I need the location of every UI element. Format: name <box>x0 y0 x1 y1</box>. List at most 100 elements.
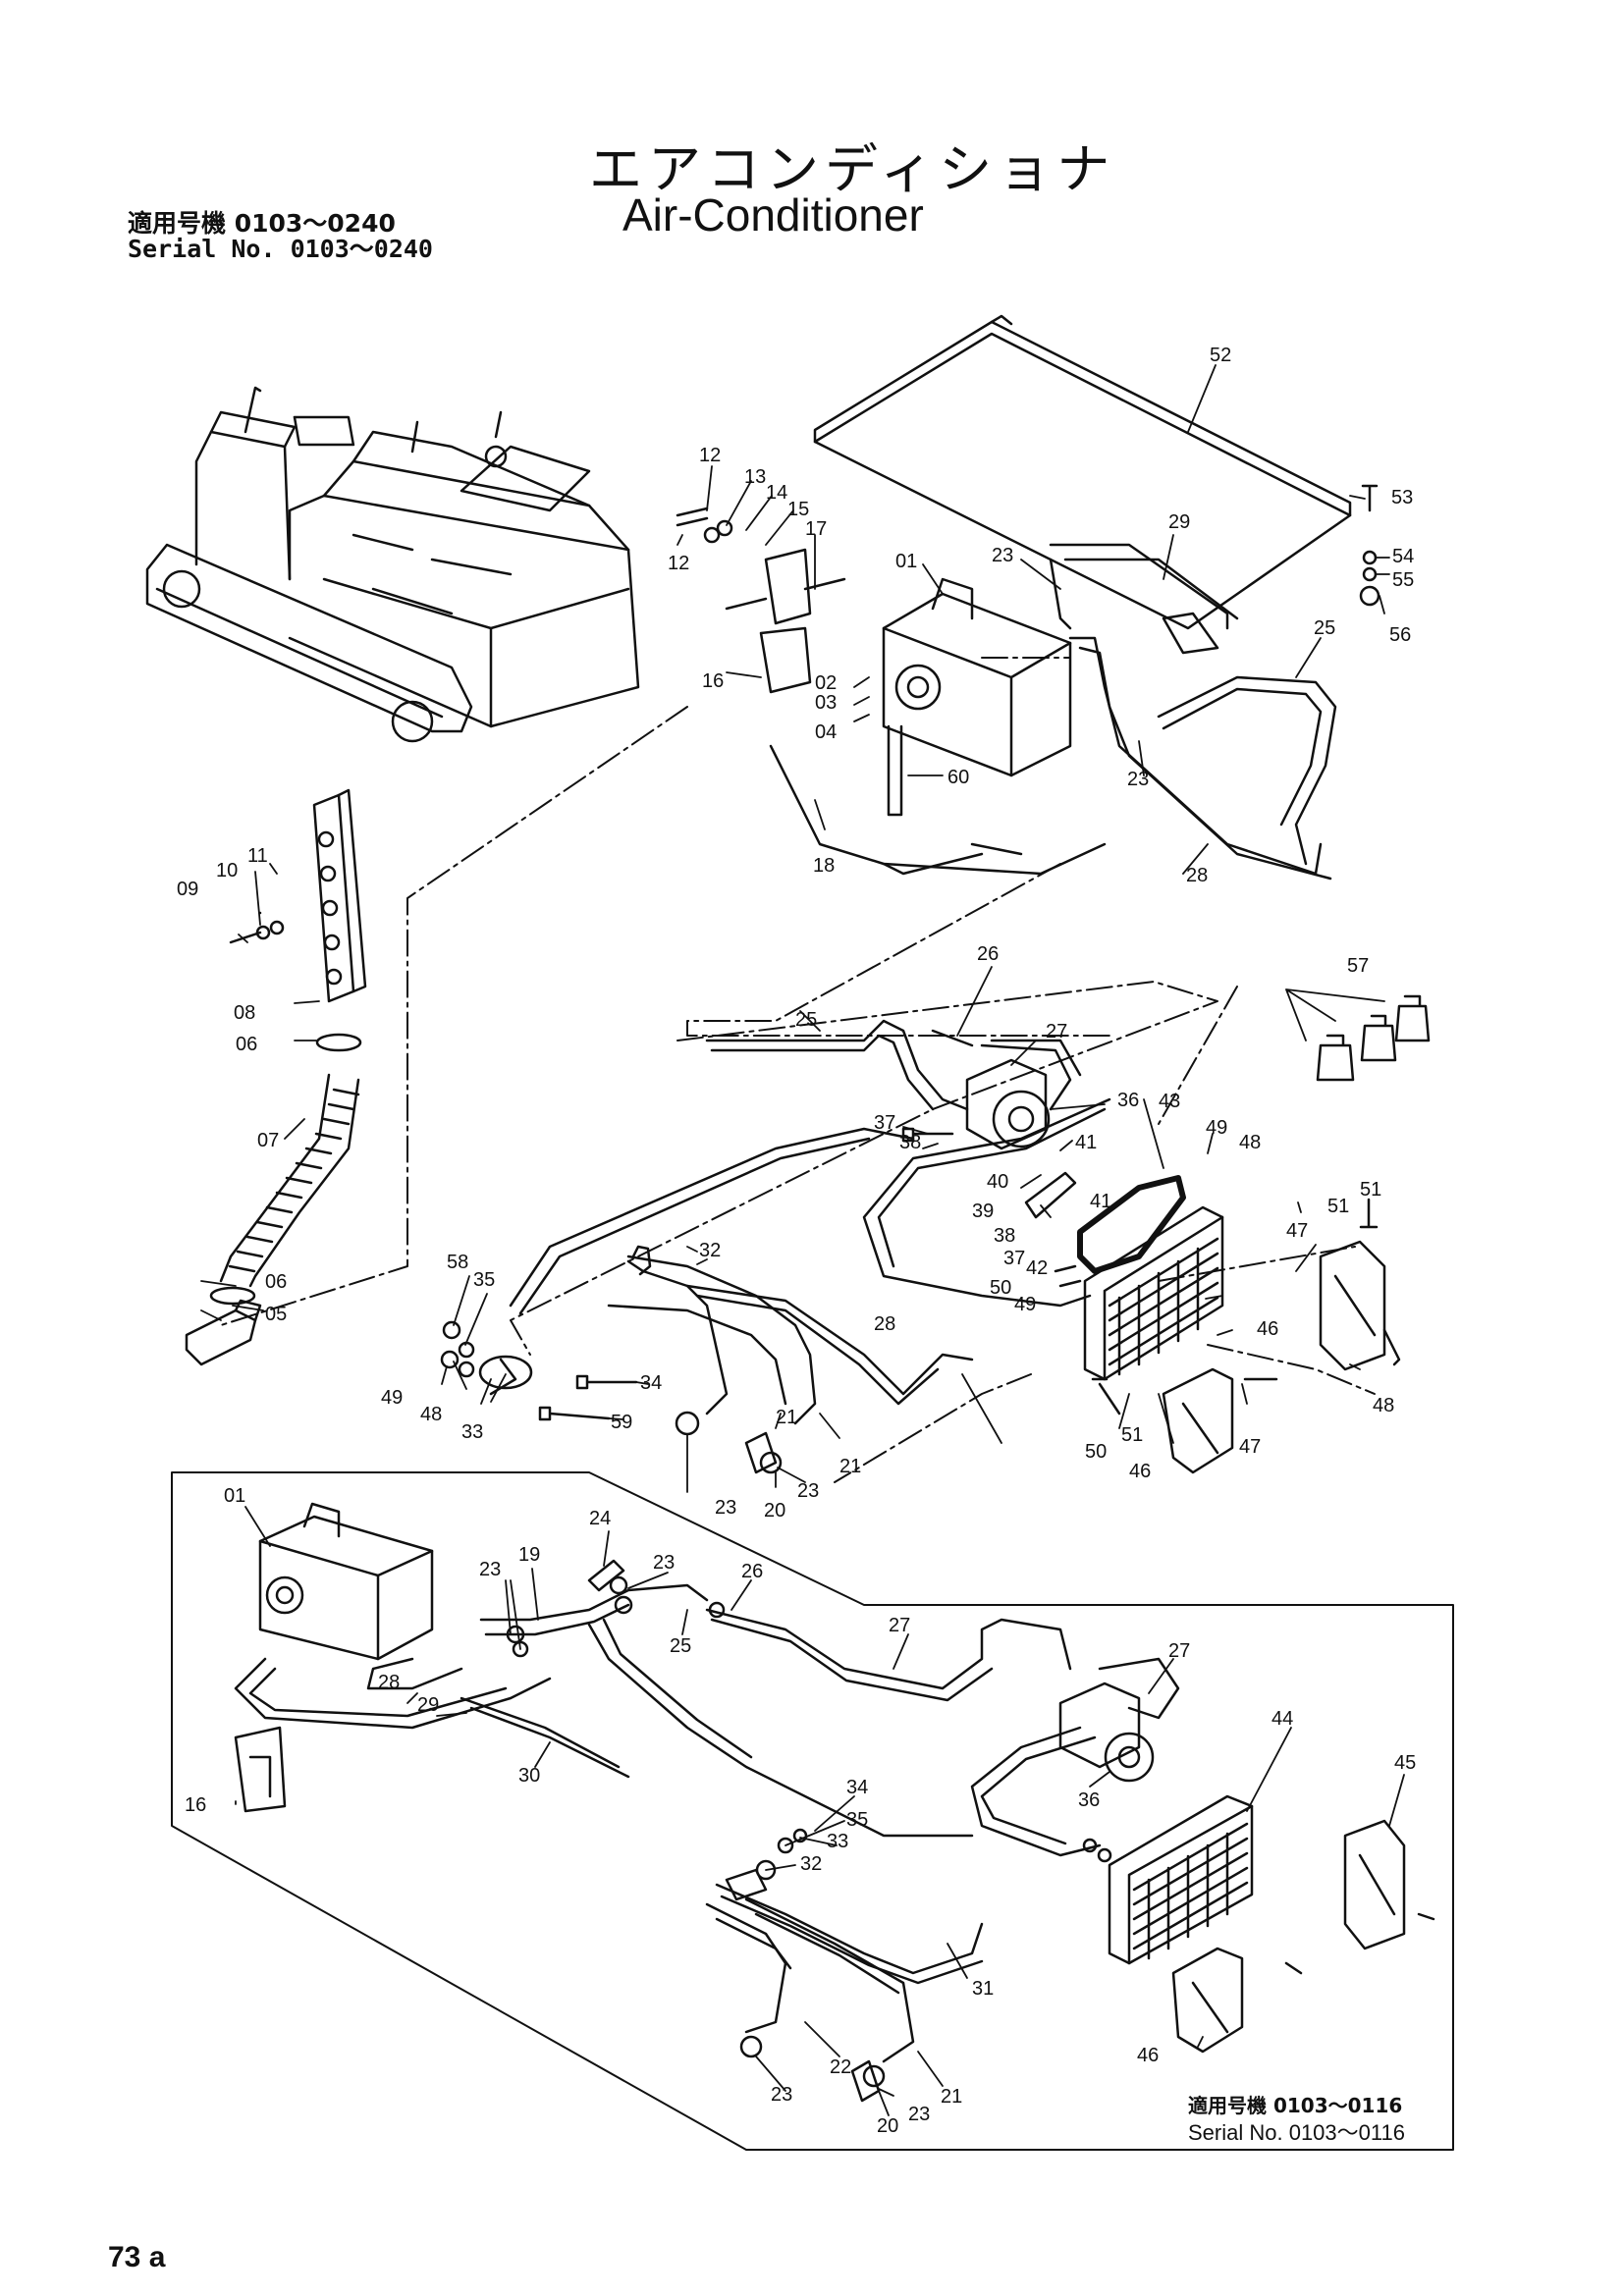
callout-50: 51 <box>1360 1179 1381 1201</box>
callout-49c: 49 <box>381 1387 403 1409</box>
condenser-44-inset <box>1108 1794 1254 1965</box>
callout-23b: 23 <box>1127 769 1149 790</box>
callout-37: 37 <box>874 1112 895 1134</box>
inset-callout-35: 35 <box>846 1809 868 1831</box>
callout-33: 33 <box>461 1421 483 1443</box>
callout-04: 04 <box>815 721 837 743</box>
callout-51: 51 <box>1327 1196 1349 1217</box>
callout-35: 35 <box>473 1269 495 1291</box>
callout-numbers-upper: 52 53 54 55 56 29 25 23 01 23 60 18 28 1… <box>177 345 1414 1522</box>
callout-59: 59 <box>611 1412 632 1433</box>
callout-01: 01 <box>895 551 917 572</box>
callout-numbers-lower: 01 16 24 19 23 23 26 25 27 27 28 29 30 3… <box>185 1485 1416 2137</box>
serial-range-japanese: 適用号機 0103～0240 <box>128 209 396 238</box>
callout-58: 58 <box>447 1252 468 1273</box>
callout-28b: 28 <box>874 1313 895 1335</box>
callout-07: 07 <box>257 1130 279 1151</box>
callout-12b: 12 <box>668 553 689 574</box>
inset-callout-23c: 23 <box>771 2084 792 2106</box>
inset-callout-33: 33 <box>827 1831 848 1852</box>
roof-cover-52 <box>813 314 1352 655</box>
callout-10: 10 <box>216 860 238 881</box>
inset-serial-range-japanese: 適用号機 0103～0116 <box>1188 2094 1403 2117</box>
callout-21b: 21 <box>839 1456 861 1477</box>
inset-callout-19: 19 <box>518 1544 540 1566</box>
inset-callout-30: 30 <box>518 1765 540 1787</box>
inset-callout-36: 36 <box>1078 1789 1100 1811</box>
diagram-title-japanese: エアコンディショナ <box>589 138 1116 200</box>
callout-06: 06 <box>236 1034 257 1055</box>
callout-27: 27 <box>1046 1021 1067 1042</box>
evaporator-unit-01-inset <box>258 1502 434 1661</box>
callout-23: 23 <box>992 545 1013 566</box>
callout-60: 60 <box>947 767 969 788</box>
callout-53: 53 <box>1391 487 1413 508</box>
callout-48: 48 <box>1239 1132 1261 1153</box>
compressor-27 <box>965 1058 1051 1150</box>
air-duct-assembly <box>185 788 367 1366</box>
callout-34: 34 <box>640 1372 662 1394</box>
callout-12: 12 <box>699 445 721 466</box>
inset-callout-29: 29 <box>417 1694 439 1716</box>
callout-40: 40 <box>987 1171 1008 1193</box>
callout-26: 26 <box>977 943 999 965</box>
callout-08: 08 <box>234 1002 255 1024</box>
callout-06b: 06 <box>265 1271 287 1293</box>
inset-callout-25: 25 <box>670 1635 691 1657</box>
excavator-illustration <box>145 386 640 743</box>
callout-38: 38 <box>899 1132 921 1153</box>
callout-56: 56 <box>1389 624 1411 646</box>
inset-callout-27b: 27 <box>1168 1640 1190 1662</box>
inset-callout-28: 28 <box>378 1672 400 1693</box>
evaporator-unit-01 <box>882 577 1072 777</box>
callout-16: 16 <box>702 670 724 692</box>
inset-callout-34: 34 <box>846 1777 868 1798</box>
inset-callout-44: 44 <box>1271 1708 1293 1730</box>
callout-23d: 23 <box>797 1480 819 1502</box>
callout-41: 41 <box>1075 1132 1097 1153</box>
callout-09: 09 <box>177 879 198 900</box>
inset-callout-23a: 23 <box>479 1559 501 1580</box>
page-number: 73 a <box>108 2241 166 2273</box>
callout-13: 13 <box>744 466 766 488</box>
diagram-title-english: Air-Conditioner <box>622 189 924 240</box>
inset-callout-16: 16 <box>185 1794 206 1816</box>
callout-36: 36 <box>1117 1090 1139 1111</box>
callout-38b: 38 <box>994 1225 1015 1247</box>
callout-49b: 50 <box>990 1277 1011 1299</box>
callout-25: 25 <box>1314 617 1335 639</box>
inset-callout-22: 22 <box>830 2056 851 2078</box>
callout-52: 52 <box>1210 345 1231 366</box>
callout-39: 39 <box>972 1201 994 1222</box>
callout-37b: 37 <box>1003 1248 1025 1269</box>
inset-callout-31: 31 <box>972 1978 994 2000</box>
callout-11: 11 <box>247 845 268 867</box>
callout-21: 21 <box>776 1407 797 1428</box>
inset-callout-27a: 27 <box>889 1615 910 1636</box>
inset-serial-range-english: Serial No. 0103～0116 <box>1188 2120 1405 2145</box>
inset-callout-45: 45 <box>1394 1752 1416 1774</box>
inset-callout-20: 20 <box>877 2115 898 2137</box>
inset-callout-46: 46 <box>1137 2045 1159 2066</box>
inset-callout-32: 32 <box>800 1853 822 1875</box>
callout-48c: 48 <box>420 1404 442 1425</box>
callout-18: 18 <box>813 855 835 877</box>
callout-41b: 41 <box>1090 1191 1111 1212</box>
callout-45: 47 <box>1286 1220 1308 1242</box>
callout-03: 03 <box>815 692 837 714</box>
callout-28: 28 <box>1186 865 1208 886</box>
callout-05: 05 <box>265 1304 287 1325</box>
callout-57: 57 <box>1347 955 1369 977</box>
callout-02: 02 <box>815 672 837 694</box>
inset-callout-23d: 23 <box>908 2104 930 2125</box>
callout-14: 14 <box>766 482 787 504</box>
callout-48b: 49 <box>1014 1294 1036 1315</box>
inset-callout-01: 01 <box>224 1485 245 1507</box>
condenser-44 <box>1083 1205 1224 1381</box>
callout-46-upper: 46 <box>1129 1461 1151 1482</box>
callout-50b: 50 <box>1085 1441 1107 1463</box>
callout-29: 29 <box>1168 511 1190 533</box>
callout-51c: 51 <box>1121 1424 1143 1446</box>
inset-callout-21: 21 <box>941 2086 962 2108</box>
